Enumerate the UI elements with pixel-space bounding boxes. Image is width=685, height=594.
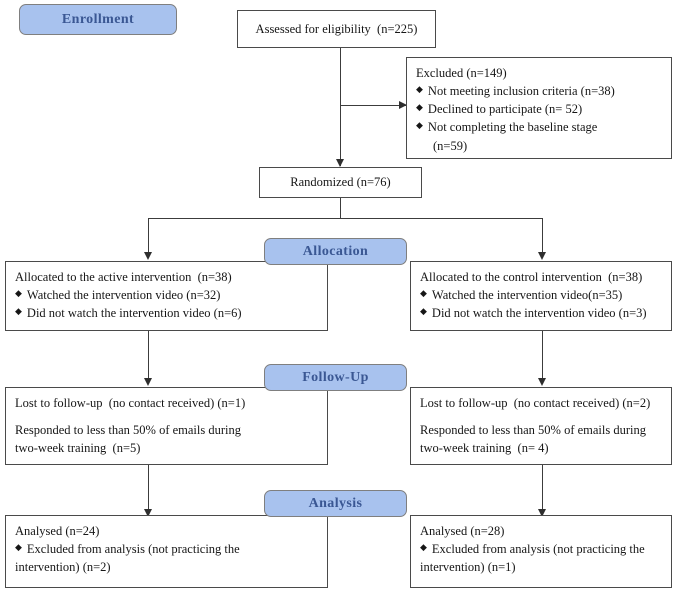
- diamond-bullet-icon: ◆: [420, 288, 427, 299]
- allocation-active-title: Allocated to the active intervention (n=…: [15, 270, 232, 284]
- assessed-text: Assessed for eligibility (n=225): [255, 21, 418, 36]
- excluded-reason-continuation: (n=59): [433, 138, 468, 153]
- followup-active-lost: Lost to follow-up (no contact received) …: [15, 396, 246, 410]
- connector-to-excluded-arrow: [399, 101, 407, 109]
- stage-banner-analysis: Analysis: [264, 490, 407, 517]
- stage-banner-allocation-label: Allocation: [302, 243, 369, 259]
- diamond-bullet-icon: ◆: [420, 306, 427, 317]
- followup-control-responded-line2: two-week training (n= 4): [420, 441, 549, 456]
- excluded-reason-item: ◆ Not completing the baseline stage: [416, 118, 662, 136]
- stage-banner-analysis-label: Analysis: [308, 495, 363, 511]
- excluded-reason-item: ◆ Declined to participate (n= 52): [416, 100, 662, 118]
- diamond-bullet-icon: ◆: [15, 542, 22, 553]
- box-analysis-active: Analysed (n=24) ◆ Excluded from analysis…: [5, 515, 328, 588]
- connector-randomized-stem: [340, 198, 341, 219]
- connector-followup-control-to-analysis: [542, 465, 543, 510]
- box-randomized: Randomized (n=76): [259, 167, 422, 198]
- allocation-active-item-text: Watched the intervention video (n=32): [26, 288, 221, 303]
- stage-banner-followup: Follow-Up: [264, 364, 407, 391]
- allocation-control-title: Allocated to the control intervention (n…: [420, 270, 643, 284]
- analysis-control-title: Analysed (n=28): [420, 524, 505, 538]
- allocation-control-item-text: Watched the intervention video(n=35): [431, 288, 623, 303]
- excluded-reason-text: Not meeting inclusion criteria (n=38): [427, 84, 615, 99]
- connector-allocation-left-arrow: [144, 252, 152, 260]
- followup-active-responded-line1: Responded to less than 50% of emails dur…: [15, 423, 242, 438]
- spacer: [420, 412, 662, 421]
- connector-alloc-active-to-followup-arrow: [144, 378, 152, 386]
- connector-alloc-control-to-followup-arrow: [538, 378, 546, 386]
- connector-alloc-control-to-followup: [542, 331, 543, 379]
- analysis-active-excluded-item: ◆ Excluded from analysis (not practicing…: [15, 540, 318, 558]
- connector-followup-active-to-analysis-arrow: [144, 509, 152, 517]
- connector-followup-control-to-analysis-arrow: [538, 509, 546, 517]
- analysis-control-excluded-line1: Excluded from analysis (not practicing t…: [431, 542, 645, 557]
- connector-allocation-left-drop: [148, 218, 149, 253]
- excluded-reason-text: Declined to participate (n= 52): [427, 102, 583, 117]
- connector-allocation-right-arrow: [538, 252, 546, 260]
- excluded-reason-text: Not completing the baseline stage: [427, 120, 598, 135]
- followup-control-responded-line1: Responded to less than 50% of emails dur…: [420, 423, 647, 438]
- allocation-active-item: ◆ Did not watch the intervention video (…: [15, 304, 318, 322]
- connector-assessed-stem: [340, 48, 341, 166]
- analysis-active-title: Analysed (n=24): [15, 524, 100, 538]
- stage-banner-allocation: Allocation: [264, 238, 407, 265]
- box-allocation-active: Allocated to the active intervention (n=…: [5, 261, 328, 331]
- stage-banner-enrollment-label: Enrollment: [61, 11, 135, 27]
- followup-control-lost: Lost to follow-up (no contact received) …: [420, 396, 651, 410]
- analysis-active-excluded-line2: intervention) (n=2): [15, 560, 111, 575]
- connector-allocation-split-line: [148, 218, 542, 219]
- box-followup-active: Lost to follow-up (no contact received) …: [5, 387, 328, 465]
- allocation-control-item-text: Did not watch the intervention video (n=…: [431, 306, 647, 321]
- excluded-reason-item: ◆ Not meeting inclusion criteria (n=38): [416, 82, 662, 100]
- followup-active-responded-line2: two-week training (n=5): [15, 441, 141, 456]
- analysis-control-excluded-line2: intervention) (n=1): [420, 560, 516, 575]
- diamond-bullet-icon: ◆: [420, 542, 427, 553]
- stage-banner-followup-label: Follow-Up: [302, 369, 369, 385]
- analysis-control-excluded-item: ◆ Excluded from analysis (not practicing…: [420, 540, 662, 558]
- excluded-title: Excluded (n=149): [416, 66, 507, 80]
- box-analysis-control: Analysed (n=28) ◆ Excluded from analysis…: [410, 515, 672, 588]
- box-followup-control: Lost to follow-up (no contact received) …: [410, 387, 672, 465]
- diamond-bullet-icon: ◆: [416, 102, 423, 113]
- allocation-control-item: ◆ Watched the intervention video(n=35): [420, 286, 662, 304]
- allocation-active-item-text: Did not watch the intervention video (n=…: [26, 306, 242, 321]
- diamond-bullet-icon: ◆: [416, 84, 423, 95]
- allocation-active-item: ◆ Watched the intervention video (n=32): [15, 286, 318, 304]
- box-assessed-for-eligibility: Assessed for eligibility (n=225): [237, 10, 436, 48]
- connector-to-excluded-line: [340, 105, 406, 106]
- diamond-bullet-icon: ◆: [15, 288, 22, 299]
- spacer: [15, 412, 318, 421]
- allocation-control-item: ◆ Did not watch the intervention video (…: [420, 304, 662, 322]
- box-excluded: Excluded (n=149) ◆ Not meeting inclusion…: [406, 57, 672, 159]
- box-allocation-control: Allocated to the control intervention (n…: [410, 261, 672, 331]
- connector-assessed-to-randomized-arrow: [336, 159, 344, 167]
- connector-allocation-right-drop: [542, 218, 543, 253]
- randomized-text: Randomized (n=76): [290, 175, 391, 190]
- diamond-bullet-icon: ◆: [416, 120, 423, 131]
- diamond-bullet-icon: ◆: [15, 306, 22, 317]
- connector-followup-active-to-analysis: [148, 465, 149, 510]
- analysis-active-excluded-line1: Excluded from analysis (not practicing t…: [26, 542, 240, 557]
- connector-alloc-active-to-followup: [148, 331, 149, 379]
- stage-banner-enrollment: Enrollment: [19, 4, 177, 35]
